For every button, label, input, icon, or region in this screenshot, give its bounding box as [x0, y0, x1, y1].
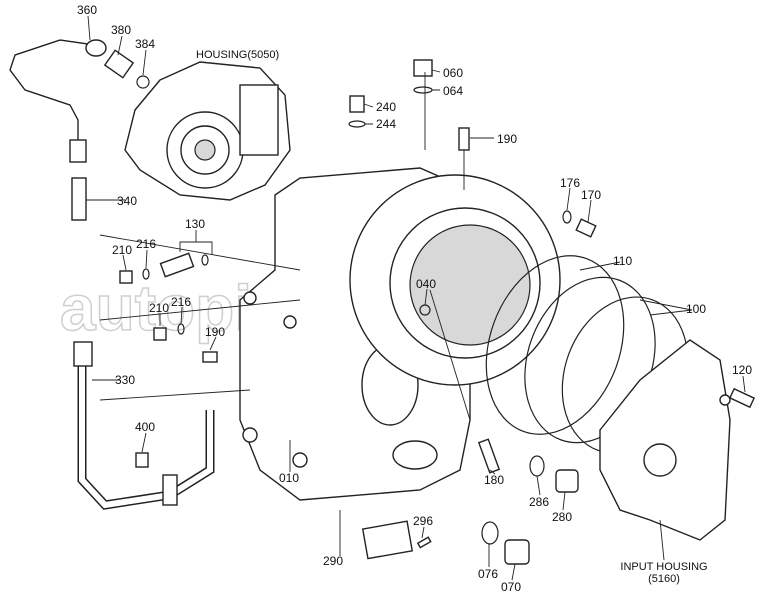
- label-100: 100: [686, 302, 706, 316]
- label-180: 180: [484, 473, 504, 487]
- label-360: 360: [77, 3, 97, 17]
- adapter-380: [103, 49, 135, 79]
- leader-lines: [86, 15, 746, 581]
- bolt-120: [728, 387, 756, 409]
- label-010: 010: [279, 471, 299, 485]
- label-286: 286: [529, 495, 549, 509]
- label-330: 330: [115, 373, 135, 387]
- input-housing-5160: [599, 339, 731, 541]
- label-120: 120: [732, 363, 752, 377]
- label-064: 064: [443, 84, 463, 98]
- bolt-400: [135, 452, 149, 468]
- label-input-housing: INPUT HOUSING: [620, 561, 707, 573]
- label-190-b: 190: [205, 325, 225, 339]
- fitting-nut-360: [85, 39, 107, 57]
- oring-384: [136, 75, 150, 89]
- oring-286: [529, 455, 545, 477]
- oring-076: [481, 521, 499, 545]
- plug-240: [349, 95, 365, 113]
- breather-190: [458, 127, 470, 151]
- plug-170: [575, 218, 597, 238]
- oring-216a: [142, 268, 150, 280]
- label-240: 240: [376, 100, 396, 114]
- plug-060: [413, 59, 433, 77]
- label-280: 280: [552, 510, 572, 524]
- label-housing-5050: HOUSING(5050): [196, 49, 279, 61]
- sensor-180: [477, 438, 501, 474]
- oring-064: [413, 86, 433, 94]
- label-340: 340: [117, 194, 137, 208]
- label-216-b: 216: [171, 295, 191, 309]
- part-labels: 360 380 384 HOUSING(5050) 060 064 240 24…: [77, 3, 752, 594]
- plug-210a: [119, 270, 133, 284]
- label-130: 130: [185, 217, 205, 231]
- fitting-340: [71, 177, 87, 221]
- plug-210b: [153, 327, 167, 341]
- label-210-b: 210: [149, 301, 169, 315]
- clamp: [162, 474, 178, 506]
- label-060: 060: [443, 66, 463, 80]
- label-400: 400: [135, 420, 155, 434]
- label-076: 076: [478, 567, 498, 581]
- rivet-296: [416, 536, 432, 549]
- oring-176: [562, 210, 572, 224]
- label-110: 110: [613, 254, 632, 268]
- label-290: 290: [323, 554, 343, 568]
- label-384: 384: [135, 37, 155, 51]
- plug-070: [504, 539, 530, 565]
- pipe-nut-330: [73, 341, 93, 367]
- label-170: 170: [581, 188, 601, 202]
- label-244: 244: [376, 117, 396, 131]
- plug-280: [555, 469, 579, 493]
- pipe-nut: [69, 139, 87, 163]
- valve-130: [159, 252, 195, 278]
- oring-244: [348, 120, 366, 128]
- label-380: 380: [111, 23, 131, 37]
- nameplate-290: [361, 520, 414, 560]
- label-190: 190: [497, 132, 517, 146]
- label-296: 296: [413, 514, 433, 528]
- label-216: 216: [136, 237, 156, 251]
- breather-190b: [202, 351, 218, 363]
- pipe-360: [9, 39, 96, 150]
- label-input-housing-code: (5160): [648, 573, 680, 585]
- label-070: 070: [501, 580, 521, 594]
- label-176: 176: [560, 176, 580, 190]
- oring-110: [485, 255, 625, 435]
- label-040: 040: [416, 277, 436, 291]
- label-210: 210: [112, 243, 132, 257]
